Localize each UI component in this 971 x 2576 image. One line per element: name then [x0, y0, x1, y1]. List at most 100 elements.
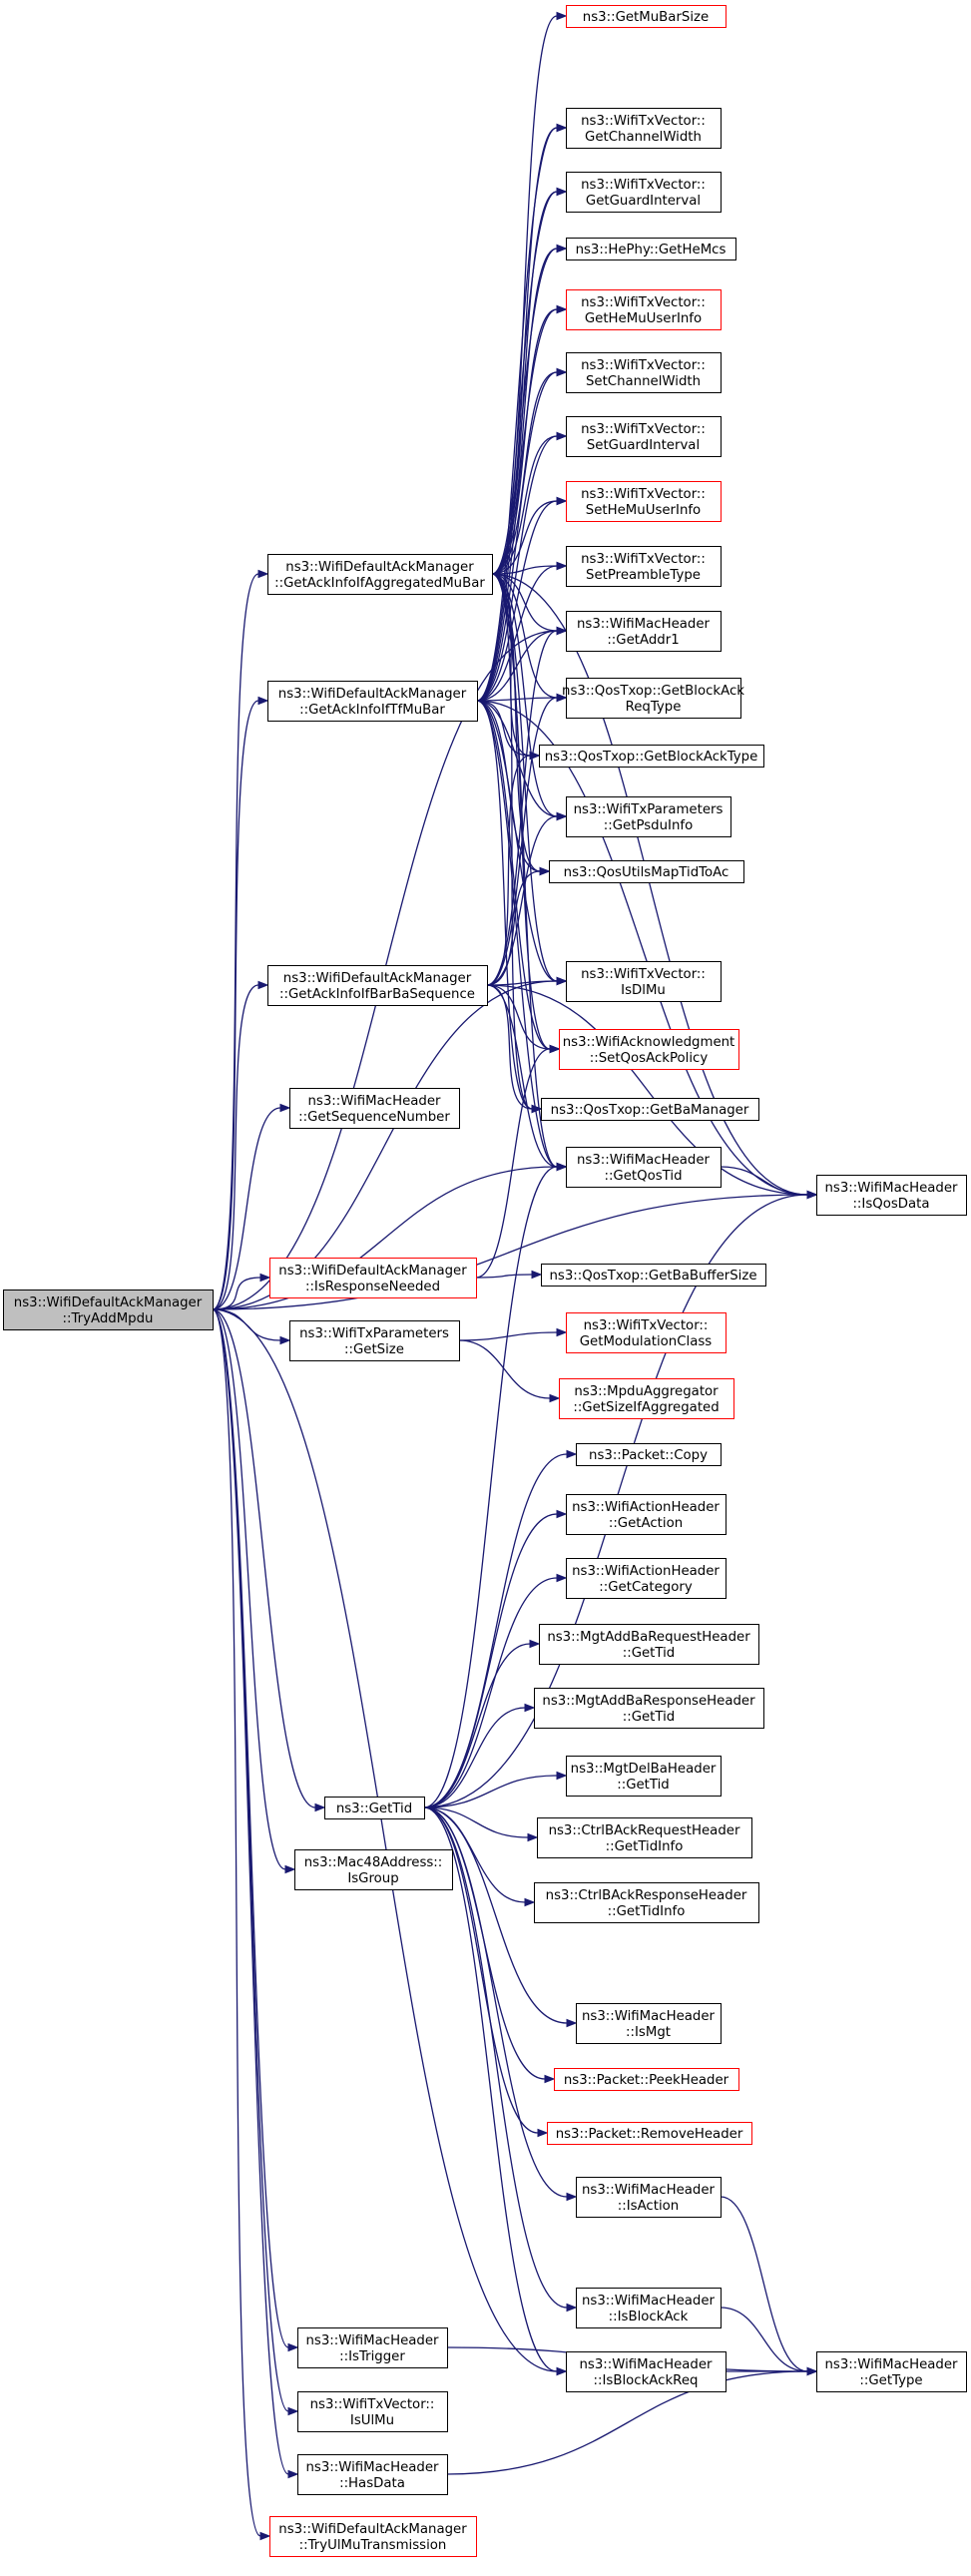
- function-node[interactable]: ns3::WifiTxVector::SetChannelWidth: [566, 352, 722, 393]
- node-box: [534, 1688, 764, 1729]
- call-edge: [423, 1806, 568, 2198]
- node-box: [576, 2288, 722, 2328]
- arrowhead: [529, 1639, 541, 1649]
- function-node[interactable]: ns3::WifiDefaultAckManager::GetAckInfoIf…: [267, 965, 488, 1006]
- function-node[interactable]: ns3::WifiMacHeader::IsAction: [576, 2177, 722, 2218]
- function-node[interactable]: ns3::Packet::PeekHeader: [554, 2068, 739, 2091]
- function-node[interactable]: ns3::QosTxop::GetBlockAckType: [539, 745, 764, 768]
- arrowhead: [531, 1104, 543, 1114]
- function-node[interactable]: ns3::WifiMacHeader::GetSequenceNumber: [289, 1088, 460, 1129]
- node-box: [566, 546, 722, 587]
- node-label: ns3::WifiMacHeader: [305, 2333, 439, 2348]
- node-label: ::GetType: [859, 2373, 922, 2388]
- call-edge: [486, 815, 558, 986]
- node-box: [269, 2516, 477, 2557]
- arrowhead: [566, 2018, 578, 2028]
- function-node[interactable]: ns3::WifiMacHeader::GetType: [816, 2351, 967, 2392]
- node-box: [566, 172, 722, 213]
- function-node[interactable]: ns3::WifiActionHeader::GetAction: [566, 1494, 727, 1535]
- function-node[interactable]: ns3::WifiMacHeader::GetQosTid: [566, 1147, 722, 1188]
- function-node[interactable]: ns3::QosUtilsMapTidToAc: [549, 860, 744, 883]
- function-node[interactable]: ns3::WifiTxVector::GetHeMuUserInfo: [566, 289, 722, 330]
- function-node[interactable]: ns3::CtrlBAckRequestHeader::GetTidInfo: [537, 1817, 752, 1858]
- node-label: ::GetTid: [617, 1778, 670, 1793]
- function-node[interactable]: ns3::QosTxop::GetBaManager: [541, 1098, 759, 1121]
- call-edge: [491, 435, 558, 575]
- node-box: [324, 1797, 425, 1819]
- function-node[interactable]: ns3::MpduAggregator::GetSizeIfAggregated: [559, 1378, 734, 1419]
- function-node[interactable]: ns3::WifiAcknowledgment::SetQosAckPolicy: [559, 1029, 739, 1070]
- call-edge: [491, 573, 808, 1196]
- node-label: GetModulationClass: [580, 1334, 713, 1349]
- function-node[interactable]: ns3::QosTxop::GetBaBufferSize: [541, 1264, 766, 1287]
- node-label: ns3::WifiDefaultAckManager: [283, 971, 472, 986]
- node-label: GetChannelWidth: [585, 130, 702, 145]
- function-node[interactable]: ns3::WifiTxVector::SetGuardInterval: [566, 416, 722, 457]
- function-node[interactable]: ns3::CtrlBAckResponseHeader::GetTidInfo: [534, 1882, 759, 1923]
- function-node[interactable]: ns3::WifiDefaultAckManager::IsResponseNe…: [269, 1258, 477, 1298]
- call-edge: [486, 984, 808, 1196]
- node-box: [566, 2351, 727, 2392]
- function-node[interactable]: ns3::Packet::RemoveHeader: [547, 2122, 752, 2145]
- function-node[interactable]: ns3::Packet::Copy: [576, 1443, 722, 1466]
- function-node[interactable]: ns3::WifiMacHeader::IsQosData: [816, 1175, 967, 1216]
- function-node[interactable]: ns3::HePhy::GetHeMcs: [566, 238, 736, 260]
- function-node[interactable]: ns3::MgtAddBaResponseHeader::GetTid: [534, 1688, 764, 1729]
- node-box: [289, 1088, 460, 1129]
- node-label: ::GetPsduInfo: [604, 818, 693, 833]
- arrowhead: [524, 1897, 536, 1907]
- function-node[interactable]: ns3::MgtDelBaHeader::GetTid: [566, 1756, 722, 1797]
- call-edge: [491, 500, 558, 575]
- function-node[interactable]: ns3::WifiActionHeader::GetCategory: [566, 1558, 727, 1599]
- arrowhead: [556, 367, 568, 377]
- arrowhead: [566, 2192, 578, 2202]
- function-node[interactable]: ns3::MgtAddBaRequestHeader::GetTid: [539, 1624, 759, 1665]
- function-node[interactable]: ns3::WifiTxVector::SetHeMuUserInfo: [566, 481, 722, 522]
- function-node[interactable]: ns3::WifiMacHeader::IsMgt: [576, 2003, 722, 2044]
- node-box: [534, 1882, 759, 1923]
- node-label: ns3::WifiTxVector::: [581, 295, 706, 310]
- function-node[interactable]: ns3::WifiTxVector::IsUlMu: [297, 2391, 448, 2432]
- call-edge: [486, 984, 551, 1050]
- node-box: [297, 2327, 448, 2368]
- function-node[interactable]: ns3::WifiMacHeader::IsBlockAck: [576, 2288, 722, 2328]
- function-node[interactable]: ns3::WifiTxParameters::GetPsduInfo: [566, 796, 731, 837]
- node-label: ns3::QosTxop::GetBaBufferSize: [549, 1269, 756, 1284]
- function-node[interactable]: ns3::WifiDefaultAckManager::GetAckInfoIf…: [267, 554, 493, 595]
- function-node[interactable]: ns3::WifiMacHeader::HasData: [297, 2454, 448, 2495]
- arrowhead: [257, 696, 269, 706]
- function-node[interactable]: ns3::WifiTxVector::GetChannelWidth: [566, 108, 722, 149]
- root-function-node[interactable]: ns3::WifiDefaultAckManager::TryAddMpdu: [3, 1289, 214, 1330]
- function-node[interactable]: ns3::Mac48Address::IsGroup: [294, 1849, 453, 1890]
- call-edge: [491, 371, 558, 575]
- node-label: ::IsBlockAckReq: [594, 2373, 699, 2388]
- call-edge: [491, 191, 558, 575]
- node-label: SetChannelWidth: [586, 374, 701, 389]
- call-edge: [720, 1166, 808, 1196]
- arrowhead: [556, 123, 568, 133]
- call-edge: [458, 1339, 551, 1399]
- arrowhead: [566, 2303, 578, 2313]
- node-box: [294, 1849, 453, 1890]
- function-node[interactable]: ns3::WifiDefaultAckManager::TryUlMuTrans…: [269, 2516, 477, 2557]
- function-node[interactable]: ns3::GetMuBarSize: [566, 5, 727, 28]
- node-label: ::IsMgt: [626, 2025, 671, 2040]
- function-node[interactable]: ns3::WifiDefaultAckManager::GetAckInfoIf…: [267, 681, 478, 722]
- function-node[interactable]: ns3::WifiMacHeader::IsBlockAckReq: [566, 2351, 727, 2392]
- call-edge: [720, 2196, 808, 2372]
- function-node[interactable]: ns3::WifiTxVector::IsDlMu: [566, 961, 722, 1002]
- function-node[interactable]: ns3::WifiMacHeader::IsTrigger: [297, 2327, 448, 2368]
- node-layer: ns3::WifiDefaultAckManager::TryAddMpduns…: [3, 5, 967, 2557]
- node-label: ns3::Packet::PeekHeader: [564, 2073, 729, 2088]
- function-node[interactable]: ns3::WifiTxVector::GetGuardInterval: [566, 172, 722, 213]
- function-node[interactable]: ns3::WifiTxVector::SetPreambleType: [566, 546, 722, 587]
- call-edge: [486, 870, 541, 986]
- arrowhead: [529, 751, 541, 761]
- function-node[interactable]: ns3::WifiTxVector::GetModulationClass: [566, 1312, 727, 1353]
- function-node[interactable]: ns3::WifiTxParameters::GetSize: [289, 1320, 460, 1361]
- function-node[interactable]: ns3::GetTid: [324, 1797, 425, 1819]
- arrowhead: [279, 1103, 291, 1113]
- function-node[interactable]: ns3::WifiMacHeader::GetAddr1: [566, 611, 722, 652]
- node-label: ::GetAddr1: [607, 633, 679, 648]
